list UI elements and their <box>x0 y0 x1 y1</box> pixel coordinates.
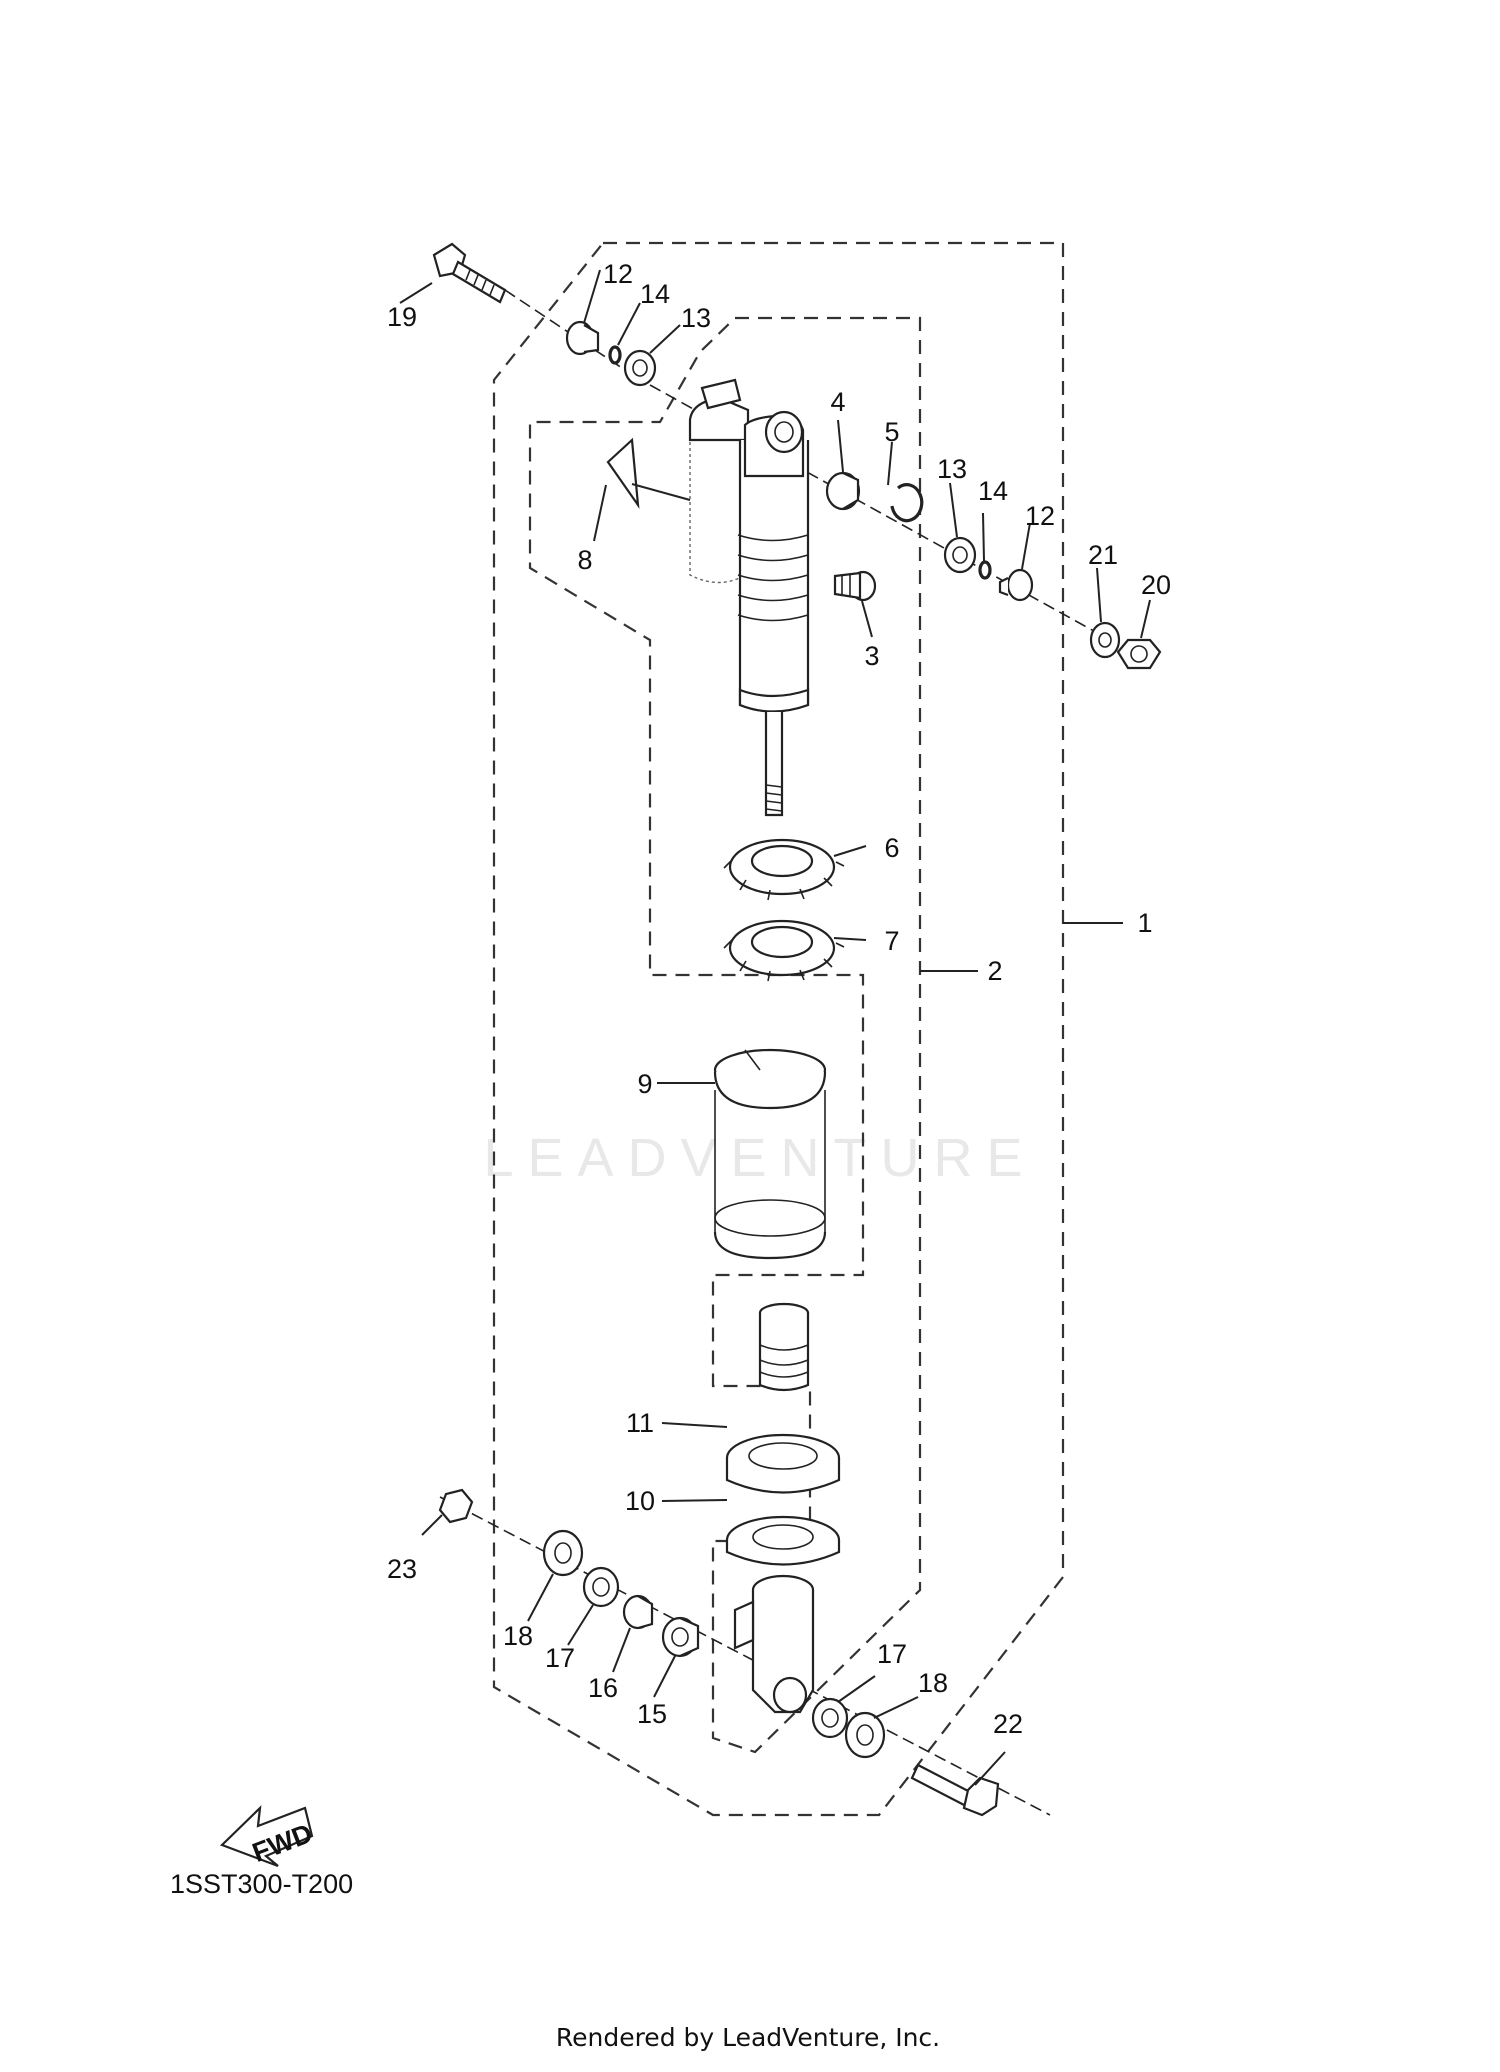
callout-1: 1 <box>1137 908 1152 938</box>
bump-rubber <box>758 1302 810 1392</box>
callout-23: 23 <box>387 1554 417 1584</box>
callout-17-left: 17 <box>545 1643 575 1673</box>
part-7-adjusting-nut <box>723 919 845 982</box>
callout-9: 9 <box>637 1069 652 1099</box>
callout-4: 4 <box>830 387 845 417</box>
part-16-collar <box>622 1594 654 1630</box>
callout-2: 2 <box>987 956 1002 986</box>
render-credit: Rendered by LeadVenture, Inc. <box>556 2023 940 2052</box>
callout-5: 5 <box>884 417 899 447</box>
part-17-left-seal <box>582 1566 620 1608</box>
part-20-nut <box>1116 638 1162 670</box>
part-10-spring-seat <box>725 1515 841 1566</box>
callout-22: 22 <box>993 1709 1023 1739</box>
callout-6: 6 <box>884 833 899 863</box>
callout-13-upper: 13 <box>681 303 711 333</box>
callout-13-side: 13 <box>937 454 967 484</box>
callout-8: 8 <box>577 545 592 575</box>
part-3-adjuster <box>833 570 877 602</box>
part-11-spring-guide <box>725 1433 841 1494</box>
part-8-caution-label <box>606 437 640 510</box>
part-14-side-o-ring <box>978 560 992 580</box>
part-17-right-seal <box>811 1697 849 1739</box>
callout-12-side: 12 <box>1025 501 1055 531</box>
callout-12-upper: 12 <box>603 259 633 289</box>
callout-21: 21 <box>1088 540 1118 570</box>
callout-leader-lines <box>399 269 1151 1786</box>
part-2-shock-absorber-body <box>688 378 810 817</box>
part-12-upper-collar <box>565 320 600 356</box>
callout-7: 7 <box>884 926 899 956</box>
callout-16: 16 <box>588 1673 618 1703</box>
part-21-washer <box>1089 621 1121 659</box>
part-22-lower-bolt <box>910 1763 1000 1817</box>
part-18-outer-spacer <box>542 1529 584 1577</box>
lower-eye-clevis <box>733 1574 815 1714</box>
part-13-upper-seal <box>623 349 657 387</box>
callout-10: 10 <box>625 1486 655 1516</box>
callout-3: 3 <box>864 641 879 671</box>
part-12-side-collar <box>998 568 1034 602</box>
part-9-coil-spring <box>713 1048 827 1260</box>
assembly-2-boundary <box>528 316 922 1754</box>
callout-numbers: 1 2 3 4 5 6 7 8 9 10 11 12 12 13 13 14 1… <box>387 259 1171 1739</box>
callout-14-side: 14 <box>978 476 1008 506</box>
callout-14-upper: 14 <box>640 279 670 309</box>
drawing-code: 1SST300-T200 <box>170 1869 353 1899</box>
callout-19: 19 <box>387 302 417 332</box>
callout-11: 11 <box>626 1408 654 1438</box>
part-15-bearing <box>661 1616 700 1658</box>
callout-17-right: 17 <box>877 1639 907 1669</box>
callout-15: 15 <box>637 1699 667 1729</box>
part-18-right-spacer <box>844 1711 886 1759</box>
lower-axis-line <box>439 1496 1051 1816</box>
part-4-bushing <box>825 471 861 511</box>
callout-20: 20 <box>1141 570 1171 600</box>
part-14-upper-o-ring <box>608 345 622 365</box>
callout-18-left: 18 <box>503 1621 533 1651</box>
part-19-upper-bolt <box>432 242 507 304</box>
part-6-locknut <box>723 838 845 901</box>
part-5-circlip <box>890 483 924 523</box>
watermark: LEADVENTURE <box>483 1128 1036 1188</box>
fwd-direction-arrow: FWD <box>219 1805 316 1868</box>
callout-18-right: 18 <box>918 1668 948 1698</box>
part-13-side-seal <box>943 536 977 574</box>
part-23-nut <box>438 1488 474 1524</box>
